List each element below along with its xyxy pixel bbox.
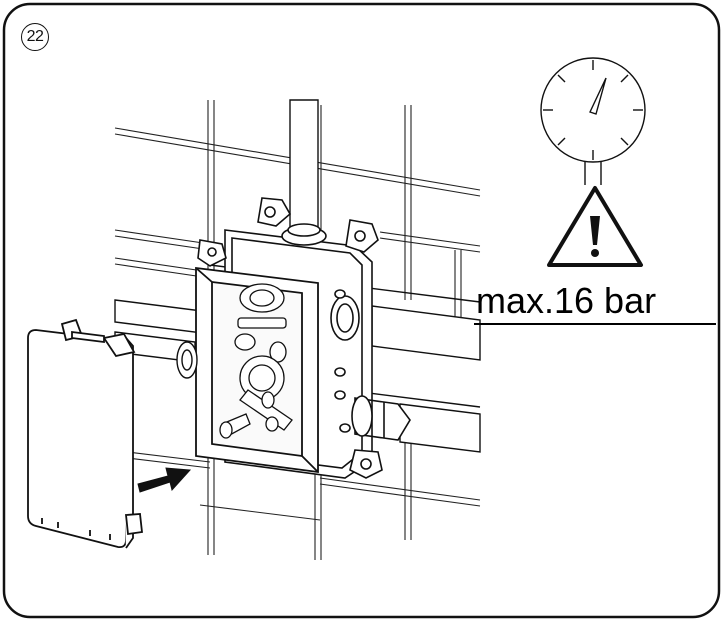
right-lower-pipe (399, 403, 481, 453)
right-upper-pipe (371, 305, 481, 361)
pressure-gauge-icon (540, 57, 646, 185)
vertical-pipe (289, 99, 319, 229)
push-arrow-icon (137, 467, 192, 493)
max-pressure-label: max.16 bar (476, 280, 657, 321)
left-fitting (176, 341, 198, 379)
max-pressure-underline (474, 323, 716, 325)
valve-body (219, 283, 293, 439)
warning-triangle-icon (547, 186, 643, 267)
protective-cover-plate (27, 318, 143, 549)
step-number-badge: 22 (21, 23, 49, 51)
gauge-needle (589, 77, 607, 115)
